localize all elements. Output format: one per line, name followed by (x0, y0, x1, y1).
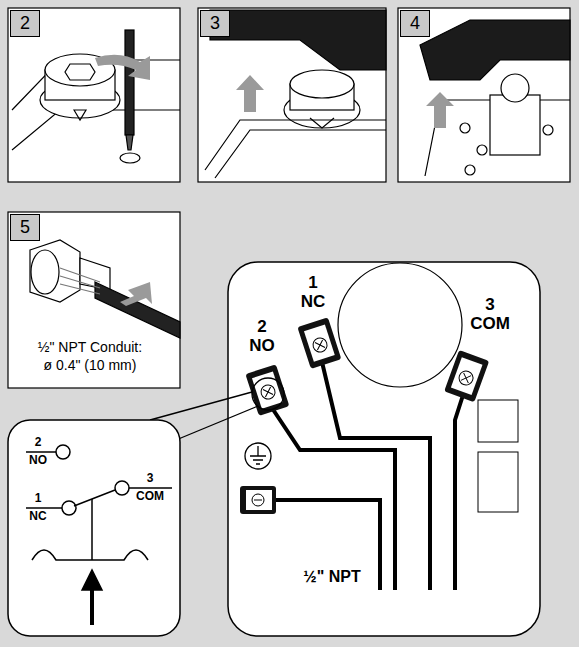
ground-symbol (245, 443, 271, 469)
dimension-note: ½" NPT Conduit: (38, 340, 142, 355)
inner-cover-drawing (420, 20, 570, 176)
panel (8, 8, 180, 182)
step-number-box: 4 (400, 10, 430, 37)
conduit-label: ½" NPT (303, 568, 360, 586)
step-number: 2 (20, 13, 30, 34)
panel (8, 212, 180, 388)
panel (398, 8, 570, 182)
step-number: 3 (210, 13, 220, 34)
switch-housing (228, 262, 540, 636)
boss (478, 400, 518, 442)
inset-panel (8, 420, 180, 636)
terminal-label: NO (249, 337, 275, 356)
screw-drawing (12, 30, 180, 163)
terminal-label: NC (29, 510, 46, 523)
terminal-label: COM (136, 490, 164, 503)
step-number: 5 (20, 217, 30, 238)
dimension-note: ø 0.4" (10 mm) (44, 358, 137, 373)
step-number: 4 (410, 13, 420, 34)
terminal-label: 3 (485, 296, 494, 315)
terminal-label: 2 (257, 318, 266, 337)
terminals (240, 317, 489, 514)
step-number-box: 2 (10, 10, 40, 37)
bore (338, 263, 462, 387)
cover-drawing (205, 10, 386, 178)
terminal-label: 1 (308, 274, 317, 293)
switch-schematic (26, 445, 172, 625)
panel (198, 8, 386, 182)
terminal-label: NC (301, 293, 326, 312)
terminal-label: 3 (147, 472, 154, 485)
terminal-label: 2 (35, 436, 42, 449)
boss (478, 452, 518, 512)
terminal-label: COM (470, 315, 510, 334)
terminal-label: 1 (35, 492, 42, 505)
step-number-box: 5 (10, 214, 40, 241)
wires (272, 362, 464, 590)
conduit-drawing (30, 240, 180, 338)
step-number-box: 3 (200, 10, 230, 37)
terminal-label: NO (29, 454, 47, 467)
